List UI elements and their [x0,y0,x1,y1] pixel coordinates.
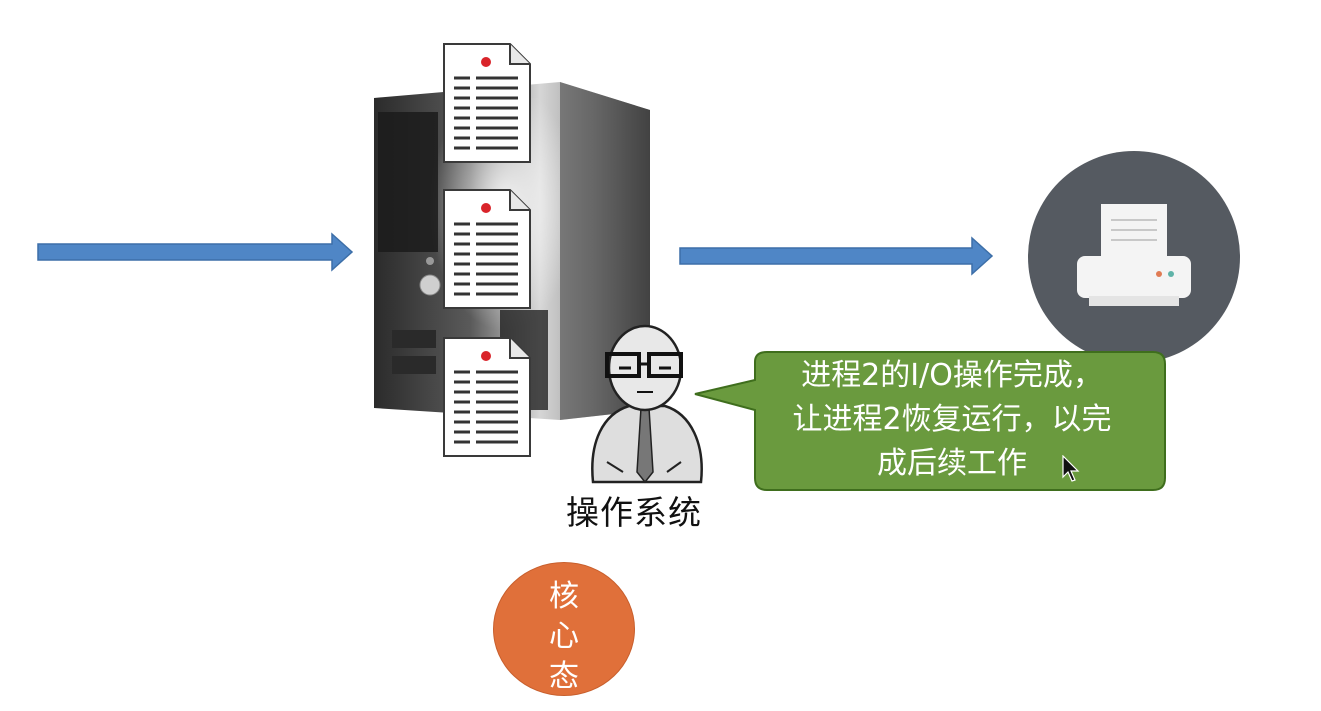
operating-system-label: 操作系统 [566,493,702,532]
document-icon [443,337,531,457]
speech-bubble [694,351,1166,491]
incoming-arrow-icon [37,232,354,272]
outgoing-arrow-icon [679,236,994,276]
kernel-mode-char: 态 [549,659,579,694]
document-icon [443,43,531,163]
speech-bubble-text: 进程2的I/O操作完成， 让进程2恢复运行，以完 成后续工作 [740,354,1164,486]
document-icon [443,189,531,309]
kernel-mode-char: 心 [549,619,579,654]
kernel-mode-badge: 核 心 态 [493,562,635,696]
person-sketch-icon [591,324,703,484]
mouse-cursor-icon [1062,455,1080,482]
kernel-mode-char: 核 [549,579,579,614]
printer-icon [1028,151,1240,363]
speech-bubble-line: 让进程2恢复运行，以完 [792,402,1112,437]
speech-bubble-line: 进程2的I/O操作完成， [801,358,1103,393]
speech-bubble-line: 成后续工作 [877,446,1027,481]
